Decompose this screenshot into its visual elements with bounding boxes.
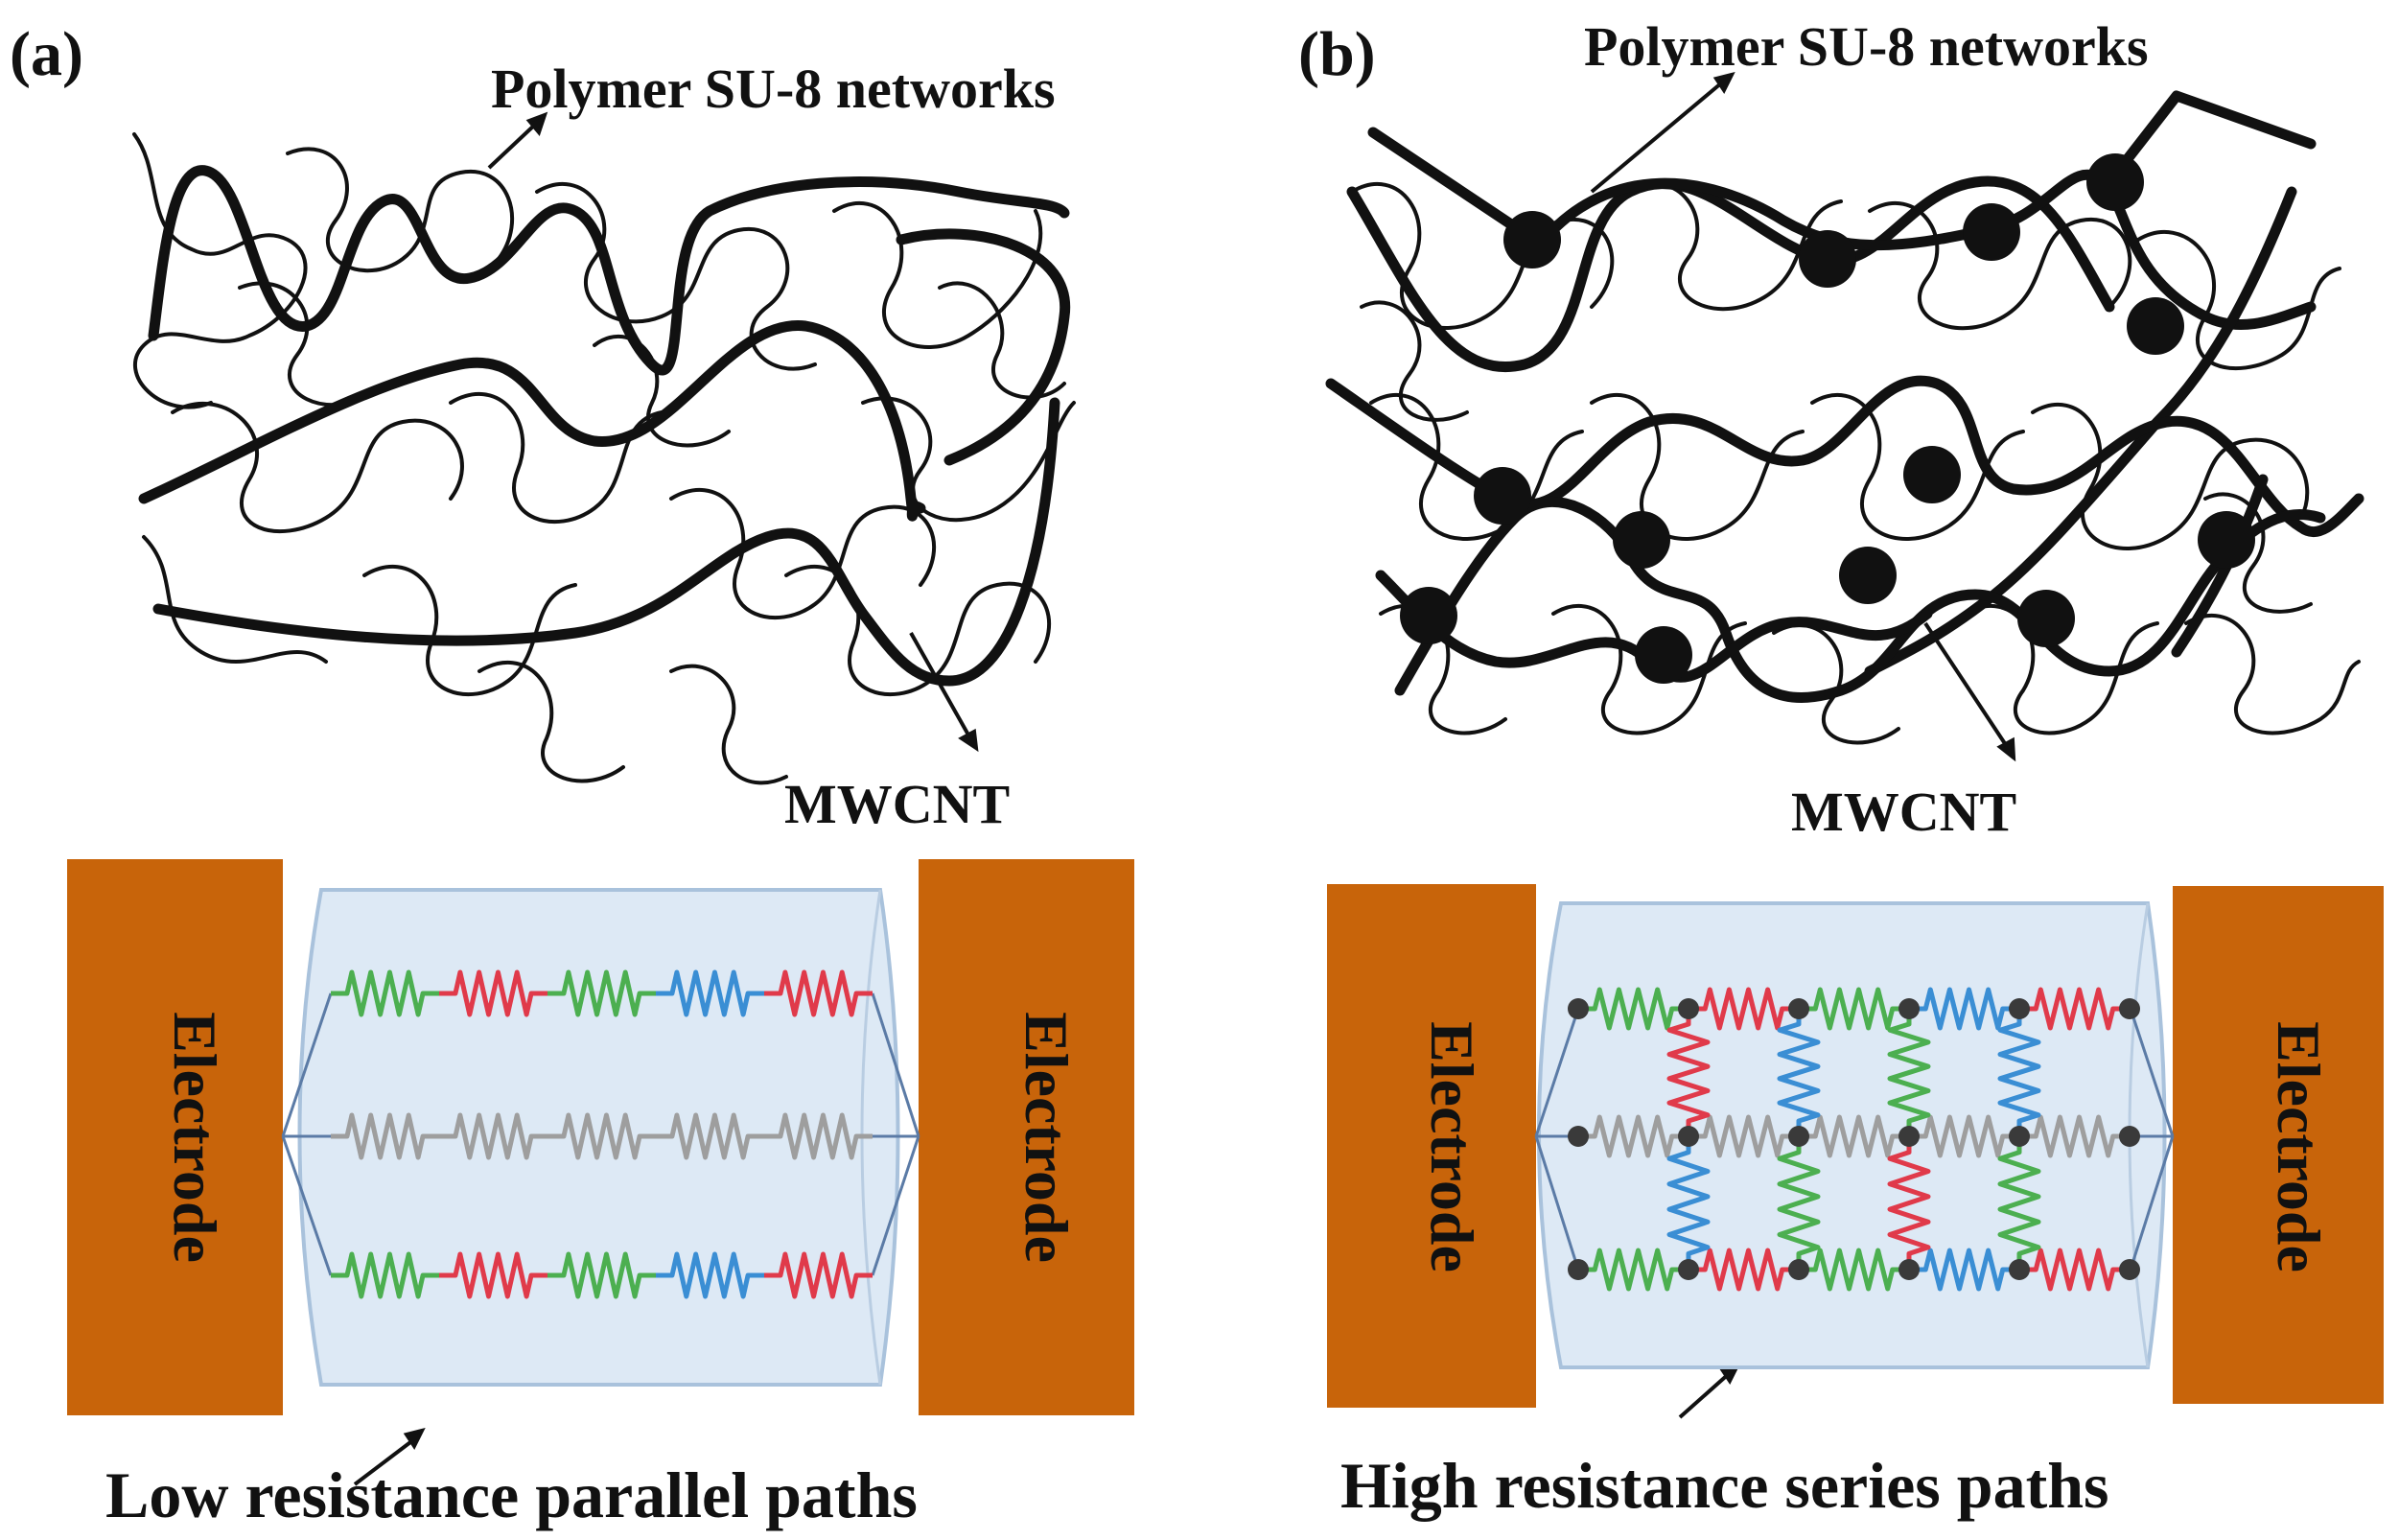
resistor xyxy=(656,969,764,1017)
resistor xyxy=(1777,1009,1821,1136)
resistor xyxy=(1689,987,1799,1031)
resistor xyxy=(331,969,439,1017)
resistor xyxy=(1997,1136,2041,1270)
panel-a-caption: Low resistance parallel paths xyxy=(105,1458,918,1531)
circuit-node xyxy=(1678,1259,1699,1280)
circuit-node xyxy=(2119,998,2140,1019)
circuit-node xyxy=(1898,998,1920,1019)
panel-a-pointers xyxy=(353,111,979,1486)
panel-b-left-electrode-text: Electrode xyxy=(1418,1021,1486,1272)
resistor xyxy=(547,969,656,1017)
panel-b: (b) Polymer SU-8 networks MWCNT xyxy=(1298,15,2384,1522)
circuit-node xyxy=(2119,1259,2140,1280)
panel-b-junctions xyxy=(1400,153,2255,684)
panel-a-left-electrode-text: Electrode xyxy=(161,1012,229,1263)
resistor xyxy=(1578,1248,1689,1292)
panel-a-wires xyxy=(281,992,920,1276)
resistor xyxy=(439,1112,547,1160)
circuit-node xyxy=(1788,998,1809,1019)
resistor xyxy=(547,1251,656,1299)
circuit-node xyxy=(1568,1126,1589,1147)
resistor xyxy=(547,1112,656,1160)
resistor xyxy=(1777,1136,1821,1270)
circuit-node xyxy=(1898,1126,1920,1147)
resistor xyxy=(1909,1248,2019,1292)
panel-a-cnt-label: MWCNT xyxy=(784,773,1010,835)
resistor xyxy=(2019,1114,2130,1158)
panel-a-label: (a) xyxy=(10,19,83,89)
panel-b-label: (b) xyxy=(1298,19,1376,89)
panel-b-polymer-label: Polymer SU-8 networks xyxy=(1584,15,2149,78)
resistor xyxy=(1578,987,1689,1031)
resistor xyxy=(1689,1248,1799,1292)
resistor xyxy=(656,1251,764,1299)
circuit-node xyxy=(1898,1259,1920,1280)
resistor xyxy=(439,1251,547,1299)
circuit-node xyxy=(1568,998,1589,1019)
panel-b-right-electrode xyxy=(2173,886,2384,1404)
resistor xyxy=(1887,1009,1931,1136)
resistor xyxy=(764,969,873,1017)
panel-a: (a) Polymer SU-8 networks MWCNT xyxy=(10,19,1134,1531)
resistor xyxy=(1997,1009,2041,1136)
resistor xyxy=(764,1251,873,1299)
panel-a-polymer-label: Polymer SU-8 networks xyxy=(491,58,1056,120)
resistor xyxy=(331,1251,439,1299)
resistor xyxy=(1909,987,2019,1031)
panel-a-circuit xyxy=(67,859,1134,1415)
panel-a-left-electrode xyxy=(67,859,283,1415)
resistor xyxy=(2019,1248,2130,1292)
circuit-node xyxy=(1568,1259,1589,1280)
circuit-node xyxy=(1678,1126,1699,1147)
panel-a-cnt-network xyxy=(138,165,1071,687)
resistor xyxy=(331,1112,439,1160)
resistor xyxy=(1799,1114,1909,1158)
panel-b-left-electrode xyxy=(1327,884,1536,1408)
resistor xyxy=(764,1112,873,1160)
panel-b-pointers xyxy=(1590,72,2016,1419)
panel-b-nodes xyxy=(1568,998,2140,1280)
panel-b-circuit xyxy=(1327,884,2384,1408)
circuit-node xyxy=(2119,1126,2140,1147)
panel-b-caption: High resistance series paths xyxy=(1340,1449,2109,1522)
panel-b-cnt-label: MWCNT xyxy=(1791,781,2016,843)
resistor xyxy=(1666,1136,1711,1270)
resistor xyxy=(1666,1009,1711,1136)
panel-a-right-electrode-text: Electrode xyxy=(1013,1012,1081,1263)
resistor xyxy=(1578,1114,1689,1158)
resistor xyxy=(1799,987,1909,1031)
circuit-node xyxy=(2009,1259,2030,1280)
resistor xyxy=(1689,1114,1799,1158)
resistor xyxy=(2019,987,2130,1031)
circuit-node xyxy=(2009,1126,2030,1147)
resistor xyxy=(656,1112,764,1160)
resistor xyxy=(1909,1114,2019,1158)
circuit-node xyxy=(1788,1126,1809,1147)
panel-b-wires xyxy=(1534,1008,2175,1271)
circuit-node xyxy=(1678,998,1699,1019)
panel-b-right-electrode-text: Electrode xyxy=(2265,1021,2333,1272)
panel-b-resistors xyxy=(1578,987,2130,1292)
resistor xyxy=(1799,1248,1909,1292)
resistor xyxy=(439,969,547,1017)
circuit-node xyxy=(1788,1259,1809,1280)
panel-a-right-electrode xyxy=(919,859,1134,1415)
panel-a-resistors xyxy=(331,969,873,1299)
circuit-node xyxy=(2009,998,2030,1019)
resistor xyxy=(1887,1136,1931,1270)
